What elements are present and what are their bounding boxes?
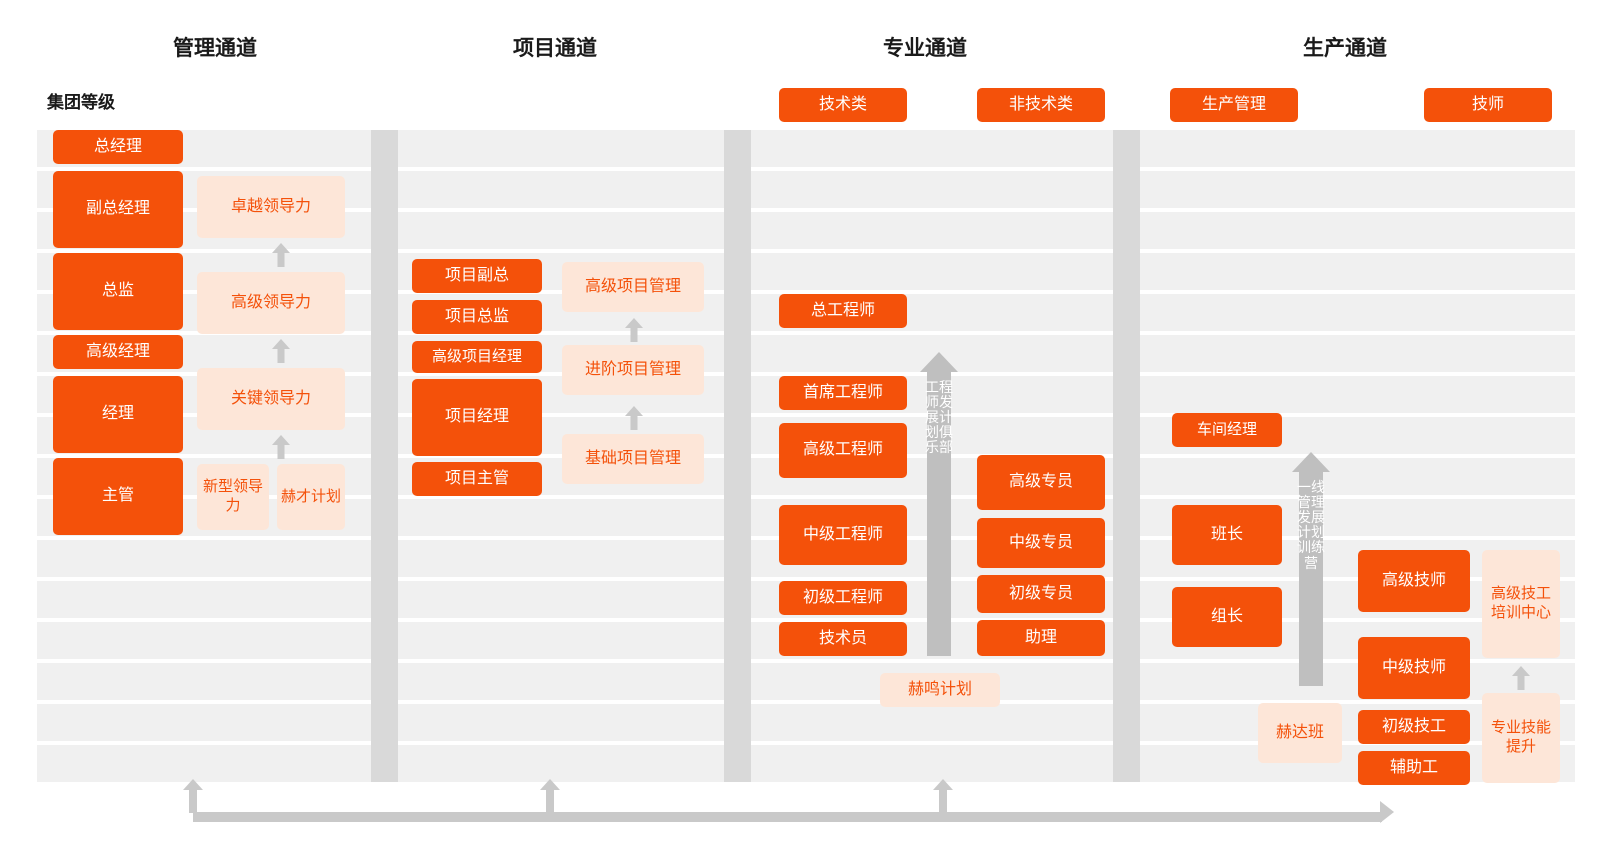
- column-separator-2: [724, 130, 751, 782]
- column-separator-3: [1113, 130, 1140, 782]
- mgmt-program-hecai-plan[interactable]: 赫才计划: [277, 464, 345, 530]
- arrow-up-to-key-leadership: [271, 435, 291, 459]
- mgmt-program-excellent-leadership[interactable]: 卓越领导力: [197, 176, 345, 238]
- tech-level-principal-engineer[interactable]: 首席工程师: [779, 376, 907, 410]
- mgmt-level-manager[interactable]: 经理: [53, 376, 183, 453]
- mgmt-level-director[interactable]: 总监: [53, 253, 183, 330]
- project-level-manager[interactable]: 项目经理: [412, 379, 542, 456]
- engineer-development-program-arrow[interactable]: 工程师发展计划俱乐部: [920, 352, 958, 656]
- prod-level-workshop-manager[interactable]: 车间经理: [1172, 413, 1282, 447]
- mgmt-level-deputy-general-manager[interactable]: 副总经理: [53, 171, 183, 248]
- project-program-basic[interactable]: 基础项目管理: [562, 434, 704, 484]
- arrow-up-to-excellent-leadership: [271, 243, 291, 267]
- mgmt-level-senior-manager[interactable]: 高级经理: [53, 335, 183, 369]
- mgmt-program-senior-leadership[interactable]: 高级领导力: [197, 272, 345, 334]
- technician-level-intermediate[interactable]: 中级技师: [1358, 637, 1470, 699]
- technician-level-helper[interactable]: 辅助工: [1358, 751, 1470, 785]
- tech-level-chief-engineer[interactable]: 总工程师: [779, 294, 907, 328]
- heda-program[interactable]: 赫达班: [1258, 703, 1342, 763]
- row-band: [37, 663, 1575, 700]
- technician-level-senior[interactable]: 高级技师: [1358, 550, 1470, 612]
- tech-level-junior-engineer[interactable]: 初级工程师: [779, 581, 907, 615]
- technician-program-training-center[interactable]: 高级技工培训中心: [1482, 550, 1560, 658]
- sub-channel-technician[interactable]: 技师: [1424, 88, 1552, 122]
- tech-level-senior-engineer[interactable]: 高级工程师: [779, 423, 907, 478]
- prod-level-shift-leader[interactable]: 班长: [1172, 505, 1282, 565]
- mgmt-program-key-leadership[interactable]: 关键领导力: [197, 368, 345, 430]
- bottom-tick-professional: [933, 779, 953, 813]
- prod-level-team-leader[interactable]: 组长: [1172, 587, 1282, 647]
- bottom-bar-arrow-head: [1380, 801, 1394, 823]
- nontech-level-intermediate-specialist[interactable]: 中级专员: [977, 518, 1105, 568]
- arrow-up-to-senior-project-management: [624, 318, 644, 342]
- channel-title-professional: 专业通道: [883, 37, 967, 60]
- row-band: [37, 130, 1575, 167]
- sub-channel-production-management[interactable]: 生产管理: [1170, 88, 1298, 122]
- group-level-label: 集团等级: [47, 93, 115, 112]
- technician-level-junior[interactable]: 初级技工: [1358, 710, 1470, 744]
- tech-level-intermediate-engineer[interactable]: 中级工程师: [779, 505, 907, 565]
- arrow-up-to-senior-leadership: [271, 339, 291, 363]
- tech-level-technician[interactable]: 技术员: [779, 622, 907, 656]
- frontline-management-program-label: 一线管理发展计划训练营: [1297, 479, 1325, 571]
- arrow-up-to-training-center: [1511, 666, 1531, 690]
- bottom-tick-management: [183, 779, 203, 813]
- row-band: [37, 335, 1575, 372]
- sub-channel-technical[interactable]: 技术类: [779, 88, 907, 122]
- technician-program-skill-upgrade[interactable]: 专业技能提升: [1482, 693, 1560, 783]
- heming-program[interactable]: 赫鸣计划: [880, 673, 1000, 707]
- nontech-level-assistant[interactable]: 助理: [977, 620, 1105, 656]
- nontech-level-junior-specialist[interactable]: 初级专员: [977, 575, 1105, 613]
- channel-title-management: 管理通道: [173, 37, 257, 60]
- bottom-tick-project: [540, 779, 560, 813]
- channel-title-production: 生产通道: [1303, 37, 1387, 60]
- sub-channel-nontechnical[interactable]: 非技术类: [977, 88, 1105, 122]
- nontech-level-senior-specialist[interactable]: 高级专员: [977, 455, 1105, 510]
- bottom-connector-bar: [193, 812, 1382, 822]
- frontline-management-program-arrow[interactable]: 一线管理发展计划训练营: [1292, 452, 1330, 686]
- row-band: [37, 745, 1575, 782]
- arrow-up-to-advanced-project-management: [624, 406, 644, 430]
- project-program-senior[interactable]: 高级项目管理: [562, 262, 704, 312]
- project-level-director[interactable]: 项目总监: [412, 300, 542, 334]
- project-level-vp[interactable]: 项目副总: [412, 259, 542, 293]
- mgmt-level-general-manager[interactable]: 总经理: [53, 130, 183, 164]
- column-separator-1: [371, 130, 398, 782]
- mgmt-level-supervisor[interactable]: 主管: [53, 458, 183, 535]
- row-band: [37, 704, 1575, 741]
- engineer-development-program-label: 工程师发展计划俱乐部: [925, 379, 953, 456]
- project-level-supervisor[interactable]: 项目主管: [412, 462, 542, 496]
- channel-title-project: 项目通道: [513, 37, 597, 60]
- project-level-senior-manager[interactable]: 高级项目经理: [412, 341, 542, 373]
- project-program-advanced[interactable]: 进阶项目管理: [562, 345, 704, 395]
- mgmt-program-new-leadership[interactable]: 新型领导力: [197, 464, 269, 530]
